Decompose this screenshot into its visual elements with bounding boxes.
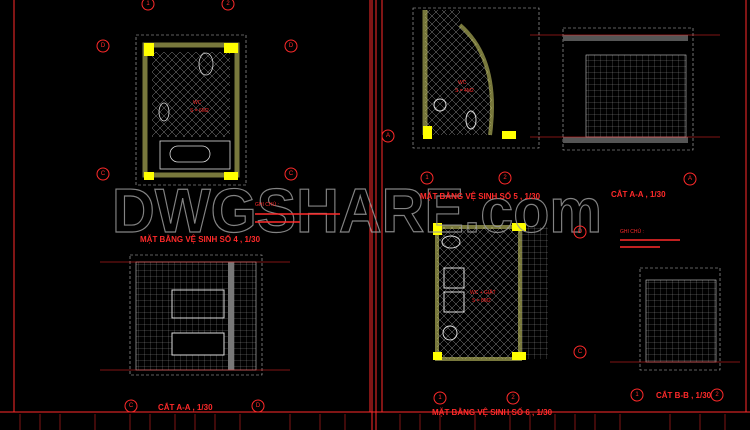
grid-bubble-label: 2 [511,395,515,401]
grid-bubble [433,391,447,405]
grid-bubble [381,129,395,143]
section-left-title: CẮT A-A , 1/30 [158,403,213,412]
grid-bubble [96,39,110,53]
grid-bubble-label: C [129,403,134,409]
section-bb-title: CẮT B-B , 1/30 [656,391,712,400]
plan6-room: WC + GIẶT [470,289,496,296]
plan5-area: S = 4M2 [455,88,474,94]
grid-bubble [573,225,587,239]
plan5-room: WC [458,80,467,86]
notes-heading-right: GHI CHÚ : [620,228,644,235]
grid-bubble [710,388,724,402]
plan-4: WC S = 6M2 [135,34,247,186]
section-left [100,254,290,376]
grid-bubble-label: C [101,171,106,177]
grid-bubble-label: 2 [226,1,230,7]
title-block [19,414,726,430]
section-right-title: CẮT A-A , 1/30 [611,190,666,199]
grid-bubble-label: A [688,176,692,182]
grid-bubble [124,399,138,413]
plan4-title: MẶT BẰNG VỆ SINH SỐ 4 , 1/30 [140,234,261,244]
grid-bubble [284,39,298,53]
grid-bubble-label: 2 [503,175,507,181]
plan4-room: WC [193,100,202,106]
plan5-title: MẶT BẰNG VỆ SINH SỐ 5 , 1/30 [420,191,541,201]
grid-bubble-label: D [289,43,294,49]
grid-bubble-label: D [101,43,106,49]
grid-bubble [221,0,235,11]
section-right [530,27,720,151]
grid-bubble-label: 1 [438,395,442,401]
grid-bubble-label: D [578,229,583,235]
grid-bubble [96,167,110,181]
plan-5: WC S = 4M2 [412,7,540,149]
grid-bubble [141,0,155,11]
grid-bubble-label: 2 [715,392,719,398]
grid-bubble [284,167,298,181]
grid-bubble-label: A [386,133,390,139]
section-bb [610,267,740,371]
grid-bubble-label: C [578,349,583,355]
plan-6: WC + GIẶT S = 8M2 [433,223,548,361]
grid-bubble [630,388,644,402]
grid-bubble [251,399,265,413]
plan6-area: S = 8M2 [472,298,491,304]
watermark: DWGSHARE.com [112,177,602,246]
grid-bubble [683,172,697,186]
grid-bubble [573,345,587,359]
grid-bubble-label: 1 [635,392,639,398]
grid-bubble-label: 1 [146,1,150,7]
plan6-title: MẶT BẰNG VỆ SINH SỐ 6 , 1/30 [432,407,553,417]
grid-bubble-label: C [289,171,294,177]
grid-bubble [498,171,512,185]
notes-heading-left: GHI CHÚ : [255,201,279,208]
grid-bubble-label: 1 [425,175,429,181]
grid-bubble [420,171,434,185]
grid-bubble-label: D [256,403,261,409]
plan4-area: S = 6M2 [190,108,209,114]
grid-bubble [506,391,520,405]
